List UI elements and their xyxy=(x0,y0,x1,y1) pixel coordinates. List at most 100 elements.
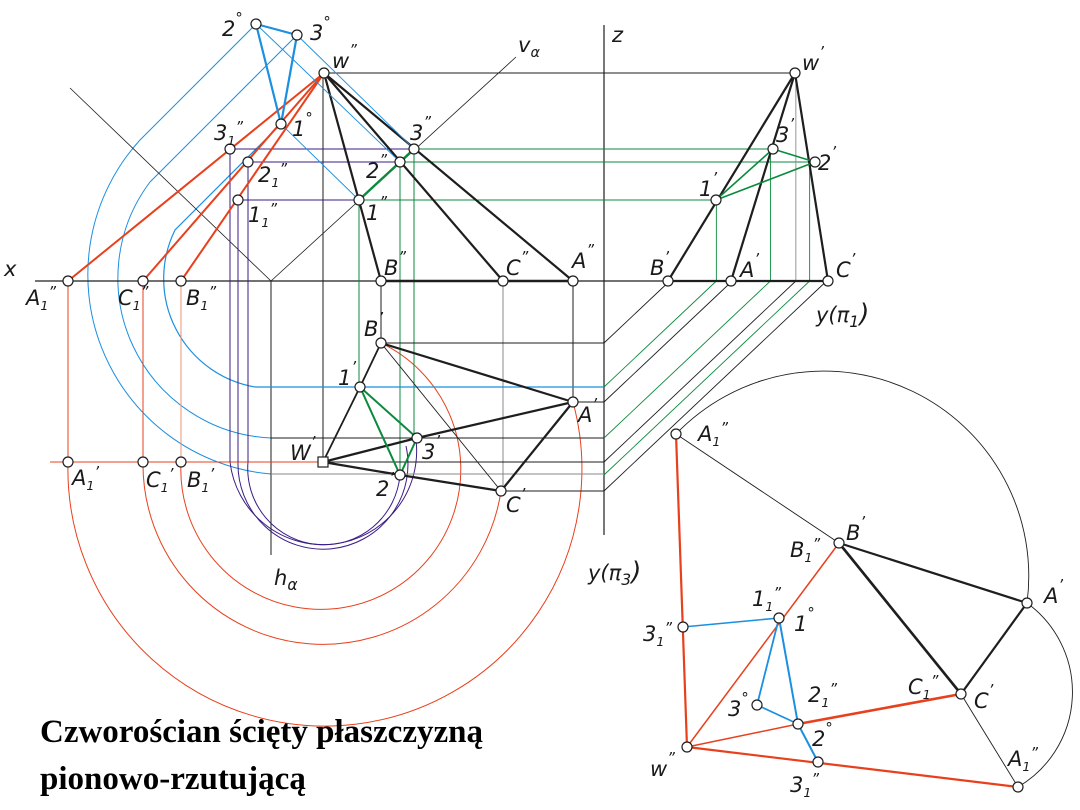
front-edge-wa xyxy=(323,72,574,282)
front-edge-wb xyxy=(322,72,383,282)
point-marker xyxy=(224,143,236,155)
label-mark: ° xyxy=(323,14,330,31)
r-red-2c xyxy=(797,692,962,726)
label-h-B1: B1’ xyxy=(187,466,214,495)
label-v-3deg: 3° xyxy=(310,14,331,45)
purple-arc-2 xyxy=(247,461,401,546)
side-section-12 xyxy=(715,161,816,201)
label-r-B1: B1” xyxy=(790,536,820,565)
label-base: C xyxy=(506,256,521,280)
r-blue-2-31 xyxy=(797,723,819,763)
label-r-21: 21” xyxy=(808,681,837,710)
label-base: A xyxy=(738,258,754,282)
label-v-1: 1” xyxy=(366,194,387,225)
r-thin-a1b xyxy=(675,433,840,544)
label-base: 2 xyxy=(808,683,821,707)
r-red-wa1 xyxy=(686,745,1019,789)
label-subscript: 1 xyxy=(804,550,812,565)
blue-arc-3 xyxy=(117,34,298,439)
point-marker xyxy=(408,143,420,155)
label-mark: ’ xyxy=(351,359,356,376)
label-subscript: 1 xyxy=(133,298,141,313)
label-base: 3 xyxy=(214,121,227,145)
label-h-2: 2’ xyxy=(376,470,394,501)
label-mark: ) xyxy=(629,557,641,587)
label-subscript: 1 xyxy=(40,298,48,313)
label-mark: ” xyxy=(812,536,820,553)
transfer-diagonal-6 xyxy=(603,280,827,492)
transfer-diagonal-2 xyxy=(603,280,733,403)
point-marker xyxy=(812,756,824,768)
point-marker xyxy=(662,275,674,287)
label-subscript: 1 xyxy=(712,434,720,449)
label-base: A xyxy=(1006,747,1022,771)
top-edge-bc xyxy=(380,342,502,492)
label-mark: ” xyxy=(931,673,939,690)
blue-arc-2 xyxy=(87,23,272,475)
label-base: B xyxy=(186,286,200,310)
label-base: x xyxy=(3,257,17,281)
point-marker xyxy=(137,456,149,468)
label-subscript: 1 xyxy=(1022,759,1030,774)
transfer-diagonal-5 xyxy=(603,280,810,476)
label-subscript: 1 xyxy=(821,695,829,710)
point-marker xyxy=(710,194,722,206)
label-mark: ” xyxy=(48,284,56,301)
true-shape-31 xyxy=(279,34,299,125)
label-base: 1 xyxy=(248,203,261,227)
label-mark: ” xyxy=(398,249,406,266)
top-edge-w2 xyxy=(322,460,401,477)
label-h-1: 1’ xyxy=(338,359,356,390)
side-edge-wa xyxy=(729,72,797,282)
red-w-a1 xyxy=(67,72,325,282)
point-marker xyxy=(137,275,149,287)
label-mark: ” xyxy=(667,750,675,767)
label-v-2deg: 2° xyxy=(222,10,243,41)
label-base: 1 xyxy=(752,587,765,611)
label-base: 1 xyxy=(292,117,305,141)
top-section-12 xyxy=(359,386,401,476)
point-marker xyxy=(767,143,779,155)
black-arc-large xyxy=(675,370,1030,604)
r-blue-3-2 xyxy=(756,704,799,725)
point-marker xyxy=(353,194,365,206)
label-mark: ” xyxy=(811,771,819,788)
label-subscript: α xyxy=(287,576,298,594)
label-h-A: A’ xyxy=(576,396,597,427)
label-s-A: A’ xyxy=(738,251,759,282)
label-subscript: 1 xyxy=(849,313,859,331)
label-v-x: x xyxy=(3,257,17,281)
label-base: 2 xyxy=(376,477,389,501)
label-mark: ” xyxy=(773,585,781,602)
label-mark: ” xyxy=(664,620,672,637)
r-red-w2 xyxy=(686,723,799,748)
true-shape-23 xyxy=(255,22,298,37)
point-marker xyxy=(1012,781,1024,793)
label-mark: ’ xyxy=(860,514,865,531)
label-mark: ° xyxy=(825,720,832,737)
point-marker xyxy=(567,396,579,408)
label-base: 3 xyxy=(310,21,323,45)
point-marker xyxy=(567,275,579,287)
label-base: 1 xyxy=(699,177,712,201)
label-mark: ° xyxy=(807,605,814,622)
label-base: v xyxy=(518,33,531,57)
side-edge-wb xyxy=(667,72,796,282)
label-v-21: 21” xyxy=(258,161,287,190)
label-base: A xyxy=(576,403,592,427)
label-base: C xyxy=(974,689,989,713)
label-v-31: 31” xyxy=(214,119,243,148)
transfer-diagonal-4 xyxy=(603,280,797,463)
label-base: A xyxy=(1042,584,1058,608)
construction-lines xyxy=(35,22,1028,789)
label-base: 3 xyxy=(410,121,423,145)
label-base: A xyxy=(696,422,712,446)
label-subscript: 3 xyxy=(621,571,631,589)
point-marker xyxy=(62,456,74,468)
label-mark: ) xyxy=(857,299,869,329)
top-edge-2c xyxy=(399,473,502,493)
point-marker xyxy=(792,718,804,730)
red-arc-c xyxy=(142,461,502,645)
transfer-diagonal-1 xyxy=(603,280,717,388)
